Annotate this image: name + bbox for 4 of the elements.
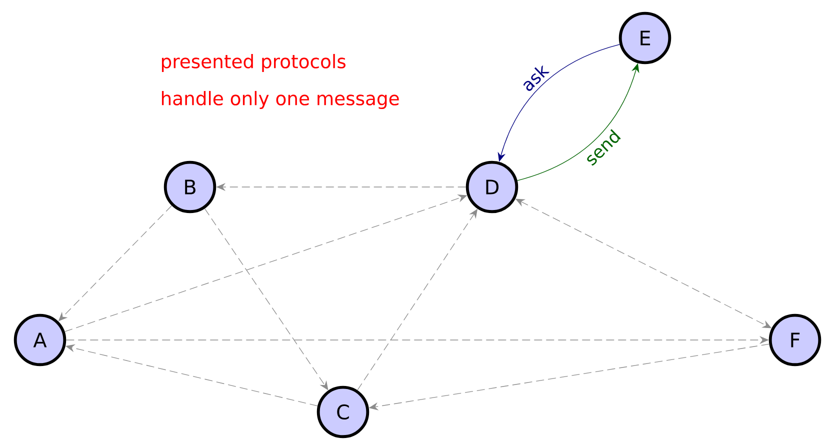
note-text: handle only one message: [162, 90, 399, 110]
edge-label: ask: [523, 65, 550, 91]
note-text: presented protocols: [162, 54, 346, 72]
arrow: [204, 208, 328, 390]
